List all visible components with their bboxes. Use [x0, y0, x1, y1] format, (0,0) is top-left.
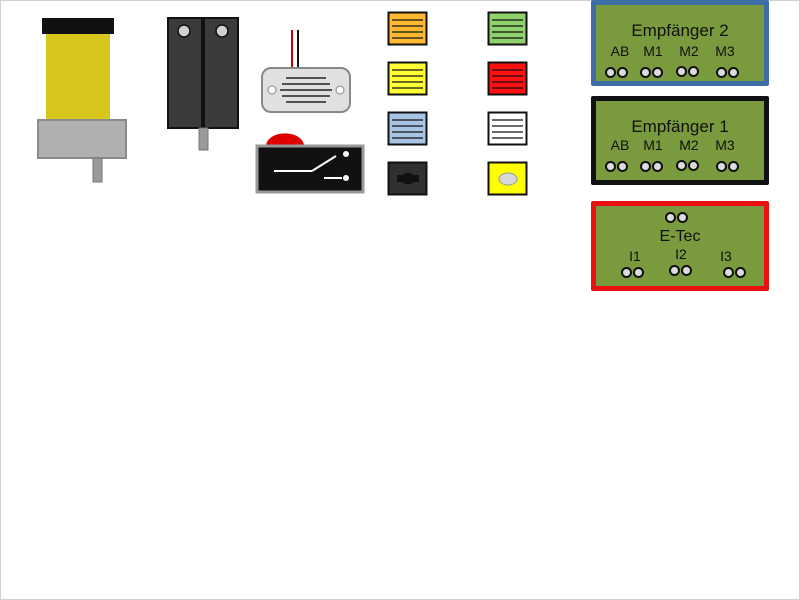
terminal[interactable]: [728, 67, 739, 78]
red-lamp-icon: [487, 61, 528, 96]
empfaenger2-label-m2: M2: [679, 43, 699, 59]
push-button-switch-icon: [255, 133, 365, 194]
terminal[interactable]: [676, 66, 687, 77]
etec-module: E-Tec I1 I2 I3: [591, 201, 769, 291]
reed-contact-icon: [167, 17, 239, 151]
empfaenger2-title: Empfänger 2: [631, 21, 729, 40]
terminal[interactable]: [617, 161, 628, 172]
yellow-light-sensor-icon: [487, 161, 528, 196]
empfaenger1-label-m2: M2: [679, 137, 699, 153]
terminal[interactable]: [688, 160, 699, 171]
terminal[interactable]: [688, 66, 699, 77]
etec-label-i3: I3: [720, 248, 732, 264]
terminal[interactable]: [723, 267, 734, 278]
terminal[interactable]: [665, 212, 676, 223]
terminal[interactable]: [716, 67, 727, 78]
terminal[interactable]: [621, 267, 632, 278]
terminal[interactable]: [728, 161, 739, 172]
terminal[interactable]: [677, 212, 688, 223]
terminal[interactable]: [605, 67, 616, 78]
empfaenger2-module: Empfänger 2 AB M1 M2 M3: [591, 0, 769, 86]
terminal[interactable]: [652, 67, 663, 78]
etec-label-i2: I2: [675, 246, 687, 262]
empfaenger2-label-m3: M3: [715, 43, 735, 59]
empfaenger1-label-m1: M1: [643, 137, 663, 153]
terminal[interactable]: [640, 67, 651, 78]
empfaenger1-label-ab: AB: [610, 137, 630, 153]
empfaenger1-module: Empfänger 1 AB M1 M2 M3: [591, 96, 769, 185]
terminal[interactable]: [735, 267, 746, 278]
empfaenger2-label-ab: AB: [610, 43, 630, 59]
empfaenger1-title: Empfänger 1: [631, 117, 729, 136]
terminal[interactable]: [633, 267, 644, 278]
green-lamp-icon: [487, 11, 528, 46]
terminal[interactable]: [716, 161, 727, 172]
motor-icon: [37, 18, 127, 183]
blue-lamp-icon: [387, 111, 428, 146]
black-socket-icon: [387, 161, 428, 196]
yellow-lamp-icon: [387, 61, 428, 96]
terminal[interactable]: [640, 161, 651, 172]
orange-lamp-icon: [387, 11, 428, 46]
buzzer-icon: [261, 30, 351, 113]
terminal[interactable]: [617, 67, 628, 78]
empfaenger2-label-m1: M1: [643, 43, 663, 59]
terminal[interactable]: [605, 161, 616, 172]
terminal[interactable]: [681, 265, 692, 276]
white-lamp-icon: [487, 111, 528, 146]
etec-label-i1: I1: [629, 248, 641, 264]
empfaenger1-label-m3: M3: [715, 137, 735, 153]
terminal[interactable]: [652, 161, 663, 172]
etec-title: E-Tec: [659, 228, 701, 245]
terminal[interactable]: [676, 160, 687, 171]
terminal[interactable]: [669, 265, 680, 276]
